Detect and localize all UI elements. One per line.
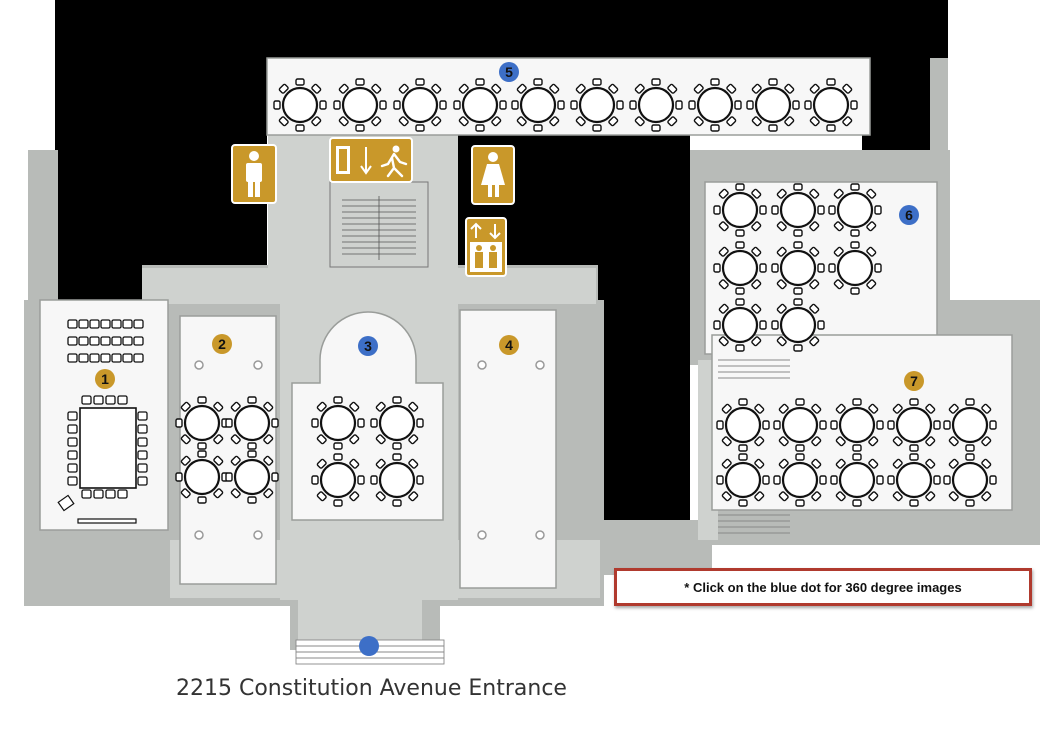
svg-text:7: 7 [910, 373, 918, 389]
room-5-360-dot[interactable]: 5 [499, 62, 519, 82]
room-3-360-dot[interactable]: 3 [358, 336, 378, 356]
svg-text:3: 3 [364, 338, 372, 354]
room-6-360-dot[interactable]: 6 [899, 205, 919, 225]
svg-text:1: 1 [101, 371, 109, 387]
room-2-dot: 2 [212, 334, 232, 354]
entrance-address-label: 2215 Constitution Avenue Entrance [176, 676, 567, 701]
room-7-dot: 7 [904, 371, 924, 391]
room-1-seating [57, 319, 148, 524]
central-stairs [329, 181, 429, 268]
entrance-360-dot[interactable] [359, 636, 379, 656]
stairs-exit-icon [329, 137, 413, 183]
column-markers [194, 360, 545, 540]
elevator-icon [465, 217, 507, 277]
svg-text:4: 4 [505, 337, 513, 353]
svg-text:2: 2 [218, 336, 226, 352]
svg-text:5: 5 [505, 64, 513, 80]
svg-text:6: 6 [905, 207, 913, 223]
room-1-dot: 1 [95, 369, 115, 389]
womens-restroom-icon [471, 145, 515, 205]
room-4-dot: 4 [499, 335, 519, 355]
restricted-areas [42, 0, 948, 528]
instruction-notice: * Click on the blue dot for 360 degree i… [614, 568, 1032, 606]
mens-restroom-icon [231, 144, 277, 204]
